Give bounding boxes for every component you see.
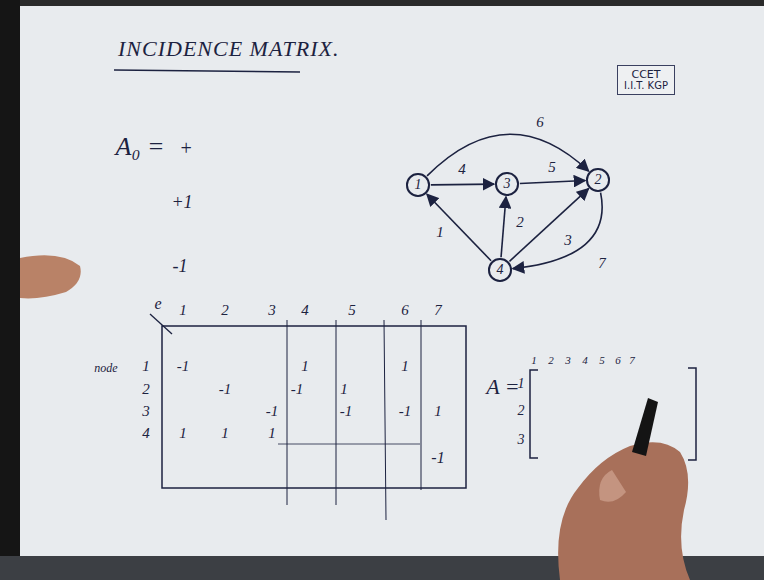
finger: [20, 255, 81, 298]
table-cell: -1: [291, 382, 304, 397]
table-cell: 1: [434, 404, 442, 419]
table-cell: 1: [401, 359, 409, 374]
table-cell: 1: [142, 359, 150, 374]
node-text: 2: [595, 173, 602, 188]
graph-branch: [427, 194, 491, 261]
branch-number: 5: [546, 160, 558, 175]
matrix-label: 5: [599, 355, 605, 366]
table-cell: -1: [431, 450, 444, 466]
table-cell: -1: [177, 359, 190, 374]
graph-branch: [427, 134, 589, 176]
fingernail: [599, 470, 626, 502]
matrix-label: A =: [486, 376, 519, 398]
matrix-label: 2: [518, 404, 525, 418]
node-text: I.I.T. KGP: [624, 81, 668, 92]
equation-text: A₀ =: [116, 134, 165, 160]
graph-branch: [501, 197, 506, 257]
graph-branch: [513, 193, 602, 269]
branch-number: 2: [514, 215, 526, 230]
table-divider: [384, 320, 386, 520]
matrix-bracket: [688, 368, 696, 460]
table-cell: 1: [340, 382, 348, 397]
graph-node: 3: [495, 172, 519, 196]
logo-box: CCETI.I.T. KGP: [617, 65, 675, 95]
table-cell: -1: [340, 404, 353, 419]
pen: [632, 398, 658, 456]
table-cell: 3: [142, 404, 150, 419]
table-diagonal: [150, 314, 172, 334]
table-cell: e: [154, 296, 161, 312]
equation-text: -1: [173, 257, 188, 275]
table-cell: 6: [401, 303, 409, 318]
frame-top: [0, 0, 764, 6]
equation-text: +: [179, 138, 193, 158]
matrix-label: 7: [629, 355, 635, 366]
table-cell: -1: [266, 404, 279, 419]
node-text: 4: [497, 263, 504, 278]
matrix-label: 2: [548, 355, 554, 366]
table-cell: 2: [142, 382, 150, 397]
table-cell: 1: [301, 359, 309, 374]
table-cell: 5: [348, 303, 356, 318]
node-text: 1: [415, 178, 422, 193]
matrix-label: 3: [565, 355, 571, 366]
branch-number: 3: [562, 233, 574, 248]
table-cell: 1: [268, 426, 276, 441]
table-cell: 3: [268, 303, 276, 318]
table-frame: [162, 326, 466, 488]
table-cell: 1: [179, 303, 187, 318]
matrix-label: 6: [615, 355, 621, 366]
table-cell: 1: [221, 426, 229, 441]
table-cell: -1: [219, 382, 232, 397]
table-divider: [287, 320, 288, 505]
equation-text: +1: [171, 193, 192, 211]
branch-number: 4: [456, 162, 468, 177]
graph-node: 4: [488, 258, 512, 282]
branch-number: 6: [534, 115, 546, 130]
hand: [558, 442, 690, 580]
frame-left: [0, 0, 20, 580]
table-divider: [336, 320, 337, 505]
matrix-bracket: [530, 370, 538, 458]
table-cell: 4: [301, 303, 309, 318]
page-title: INCIDENCE MATRIX.: [118, 36, 340, 62]
table-cell: node: [94, 362, 117, 374]
table-cell: 4: [142, 426, 150, 441]
graph-node: 1: [406, 173, 430, 197]
branch-number: 7: [596, 256, 608, 271]
node-text: CCET: [631, 69, 660, 81]
table-rule: [278, 444, 420, 445]
table-cell: -1: [399, 404, 412, 419]
matrix-label: 1: [531, 355, 537, 366]
matrix-label: 3: [518, 433, 525, 447]
graph-branch: [431, 183, 494, 185]
table-cell: 7: [434, 303, 442, 318]
table-cell: 2: [221, 303, 229, 318]
table-cell: 1: [179, 426, 187, 441]
table-divider: [421, 320, 422, 490]
graph-node: 2: [586, 168, 610, 192]
matrix-label: 4: [582, 355, 588, 366]
graph-branch: [520, 181, 585, 184]
title-underline: [114, 70, 300, 72]
node-text: 3: [504, 177, 511, 192]
matrix-label: 1: [518, 377, 525, 391]
branch-number: 1: [434, 225, 446, 240]
